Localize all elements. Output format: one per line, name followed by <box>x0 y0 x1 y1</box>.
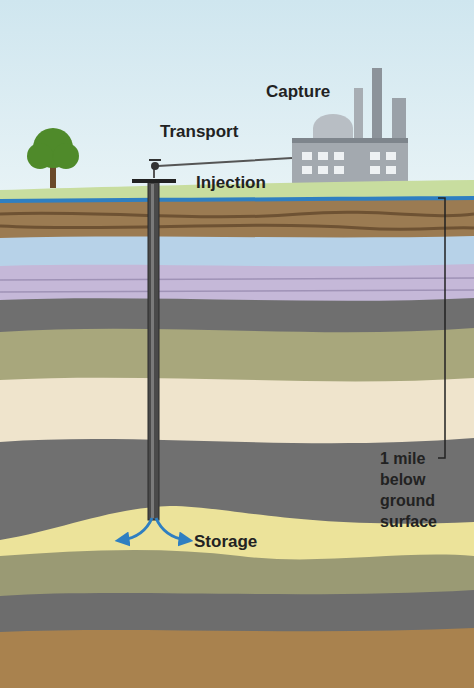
brick-lines <box>0 278 474 292</box>
deep-layer <box>0 550 474 688</box>
soil-layer <box>0 200 474 688</box>
window <box>302 166 312 174</box>
stage-label: Capture <box>266 82 330 102</box>
injection-well <box>148 182 159 520</box>
window <box>334 152 344 160</box>
window <box>370 152 380 160</box>
tree-crown <box>27 143 53 169</box>
window <box>370 166 380 174</box>
flow-arrow <box>156 518 186 540</box>
aquifer-layer <box>0 236 474 688</box>
grass-layer <box>0 180 474 688</box>
sandstone-layer <box>0 378 474 688</box>
window <box>386 152 396 160</box>
well-highlight <box>151 184 154 518</box>
water-table <box>0 196 474 688</box>
window <box>302 152 312 160</box>
window <box>334 166 344 174</box>
wellhead-plate <box>132 179 176 183</box>
stage-label: Transport <box>160 122 238 142</box>
caprock-layer <box>0 438 474 688</box>
sky <box>0 0 474 200</box>
depth-bracket <box>438 198 445 458</box>
stage-label: Storage <box>194 532 257 552</box>
soil-texture <box>0 212 474 217</box>
soil-texture <box>0 225 474 229</box>
window <box>318 152 328 160</box>
factory-roof <box>292 138 408 143</box>
window <box>318 166 328 174</box>
window <box>386 166 396 174</box>
stage-label: Injection <box>196 173 266 193</box>
factory-building <box>292 142 408 186</box>
depth-note: 1 mile below ground surface <box>380 448 464 532</box>
tree-crown <box>53 143 79 169</box>
deep-shale-layer <box>0 590 474 688</box>
storage-formation <box>0 506 474 688</box>
flow-arrow <box>122 518 152 540</box>
injection-valve <box>151 162 159 170</box>
limestone-layer <box>0 264 474 688</box>
bedrock-layer <box>0 628 474 688</box>
valve-handle <box>149 159 161 161</box>
shale-layer <box>0 298 474 688</box>
factory-windows <box>302 152 396 174</box>
siltstone-layer <box>0 328 474 688</box>
